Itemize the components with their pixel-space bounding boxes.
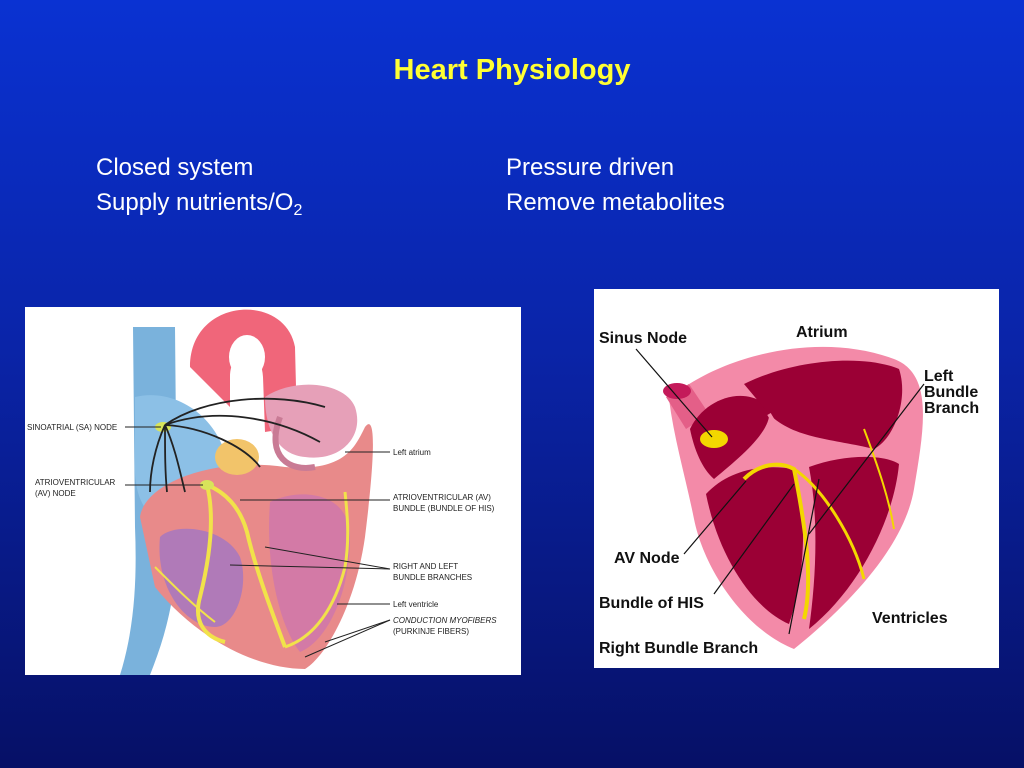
impulse-arrow (164, 424, 186, 493)
label-av-bundle-line1: ATRIOVENTRICULAR (AV) (393, 493, 491, 502)
label-ventricles: Ventricles (872, 610, 948, 627)
bundle-branch-right-line (196, 484, 226, 644)
heart-diagram-illustration: Sinus Node Atrium Left Bundle Branch AV … (599, 324, 979, 657)
text-supply-nutrients: Supply nutrients/O2 (96, 185, 302, 228)
label-left-bundle-line3: Branch (924, 400, 979, 417)
impulse-arrow (149, 424, 166, 493)
label-bundle-branches-line2: BUNDLE BRANCHES (393, 573, 472, 582)
heart-conduction-illustration: SINOATRIAL (SA) NODE Left atrium ATRIOVE… (27, 309, 497, 675)
label-left-atrium: Left atrium (393, 448, 431, 457)
left-bundle-line (793, 467, 866, 580)
pulmonary-vein-shape (272, 415, 316, 471)
label-bundle-his: Bundle of HIS (599, 595, 704, 612)
leader-lines-left (125, 426, 391, 658)
label-left-bundle-line2: Bundle (924, 384, 978, 401)
labels-left: SINOATRIAL (SA) NODE Left atrium ATRIOVE… (27, 423, 497, 636)
heart-conduction-figure: SINOATRIAL (SA) NODE Left atrium ATRIOVE… (25, 307, 521, 675)
impulse-arrow (164, 424, 261, 468)
leader-line (304, 619, 391, 658)
septum-line (767, 412, 801, 470)
slide-title: Heart Physiology (393, 54, 631, 86)
label-left-bundle-line1: Left (924, 368, 954, 385)
left-ventricle-shape (809, 456, 899, 629)
leader-line (324, 619, 391, 643)
leader-line (229, 564, 391, 570)
label-myofibers-line1: CONDUCTION MYOFIBERS (393, 616, 497, 625)
label-myofibers-line2: (PURKINJE FIBERS) (393, 627, 469, 636)
impulse-arrows (149, 397, 326, 493)
text-closed-system: Closed system (96, 154, 254, 181)
label-left-ventricle: Left ventricle (393, 600, 439, 609)
leader-line (635, 348, 713, 438)
vessel-opening (663, 383, 691, 399)
leader-lines-right (635, 348, 925, 635)
text-supply-nutrients-main: Supply nutrients/O (96, 189, 294, 216)
label-av-node-line1: ATRIOVENTRICULAR (35, 478, 116, 487)
heart-diagram-figure: Sinus Node Atrium Left Bundle Branch AV … (594, 289, 999, 668)
text-remove-metabolites: Remove metabolites (506, 189, 725, 216)
label-av-bundle-line2: BUNDLE (BUNDLE OF HIS) (393, 504, 495, 513)
labels-right: Sinus Node Atrium Left Bundle Branch AV … (599, 324, 979, 657)
leader-line (808, 383, 925, 535)
label-av-node: AV Node (614, 550, 680, 567)
purkinje-fiber-line (284, 491, 350, 649)
label-sa-node: SINOATRIAL (SA) NODE (27, 423, 117, 432)
left-ventricle-shape (269, 494, 350, 652)
impulse-arrow (164, 424, 168, 493)
label-sinus-node: Sinus Node (599, 330, 687, 347)
oxygen-subscript: 2 (293, 202, 303, 219)
valve-shape (215, 439, 259, 475)
purkinje-fiber-line-2 (154, 566, 216, 623)
label-av-node-line2: (AV) NODE (35, 489, 76, 498)
text-pressure-driven: Pressure driven (506, 154, 675, 181)
leader-line (713, 483, 795, 595)
bundle-branch-left-line (206, 483, 287, 648)
left-text-column: Closed system Supply nutrients/O2 (96, 150, 302, 228)
av-node-dot (200, 480, 214, 490)
left-atrium-shape (265, 384, 358, 458)
label-atrium: Atrium (796, 324, 848, 341)
right-ventricle-shape (706, 467, 804, 624)
aorta-opening (229, 335, 265, 379)
label-right-bundle: Right Bundle Branch (599, 640, 758, 657)
left-atrium-shape (744, 360, 903, 449)
impulse-arrow (164, 397, 326, 426)
right-text-column: Pressure driven Remove metabolites (506, 150, 725, 220)
leader-line (683, 480, 747, 555)
leader-line (264, 546, 391, 570)
sinus-node-dot (700, 430, 728, 448)
his-bundle-line (742, 462, 811, 620)
right-atrium-shape (690, 395, 770, 479)
leader-line (788, 478, 820, 635)
label-bundle-branches-line1: RIGHT AND LEFT (393, 562, 458, 571)
purkinje-line (863, 428, 895, 530)
right-ventricle-shape (159, 528, 244, 627)
impulse-arrow (164, 415, 321, 443)
